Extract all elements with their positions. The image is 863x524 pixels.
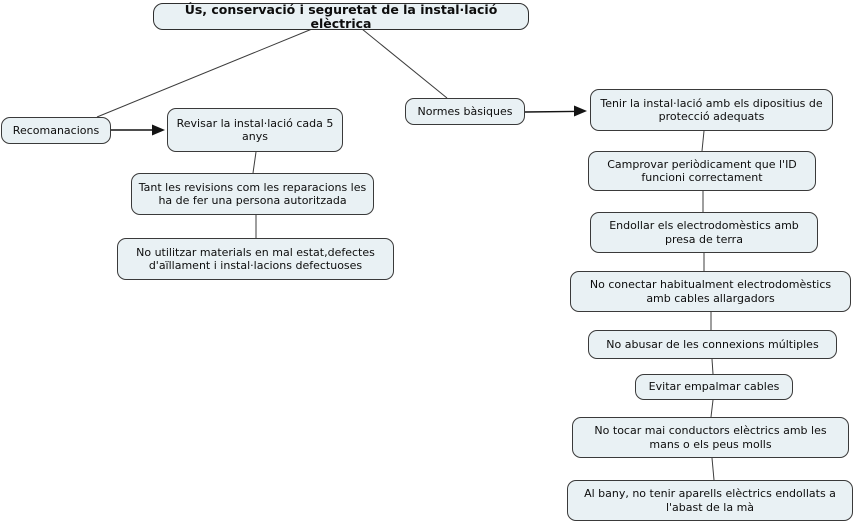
node-endollar-presa-terra[interactable]: Endollar els electrodomèstics amb presa …: [590, 212, 818, 253]
node-dispositius-proteccio[interactable]: Tenir la instal·lació amb els dipositius…: [590, 89, 833, 131]
connector-line: [524, 110, 575, 113]
connector-line: [96, 28, 313, 118]
node-recomanacions[interactable]: Recomanacions: [1, 117, 111, 144]
connector-line: [711, 358, 714, 375]
node-bany-aparells[interactable]: Al bany, no tenir aparells elèctrics end…: [567, 480, 853, 521]
node-comprovar-id[interactable]: Camprovar periòdicament que l'ID funcion…: [588, 151, 816, 191]
connector-line: [701, 130, 705, 152]
node-revisions-persona-autoritzada[interactable]: Tant les revisions com les reparacions l…: [131, 173, 374, 215]
node-no-cables-allargadors[interactable]: No conectar habitualment electrodomèstic…: [570, 271, 851, 312]
arrowhead-icon: [574, 105, 587, 117]
node-no-connexions-multiples[interactable]: No abusar de les connexions múltiples: [588, 330, 837, 359]
node-no-utilitzar-materials[interactable]: No utilitzar materials en mal estat,defe…: [117, 238, 394, 280]
map-title-node[interactable]: Ús, conservació i seguretat de la instal…: [153, 3, 529, 30]
node-revisar-instalacio[interactable]: Revisar la instal·lació cada 5 anys: [167, 108, 343, 152]
node-no-tocar-conductors[interactable]: No tocar mai conductors elèctrics amb le…: [572, 417, 849, 458]
connector-line: [252, 151, 257, 174]
connector-line: [710, 399, 714, 418]
node-evitar-empalmar[interactable]: Evitar empalmar cables: [635, 374, 793, 400]
connector-line: [711, 457, 715, 481]
node-normes-basiques[interactable]: Normes bàsiques: [405, 98, 525, 125]
arrowhead-icon: [152, 124, 165, 136]
connector-line: [361, 28, 448, 99]
